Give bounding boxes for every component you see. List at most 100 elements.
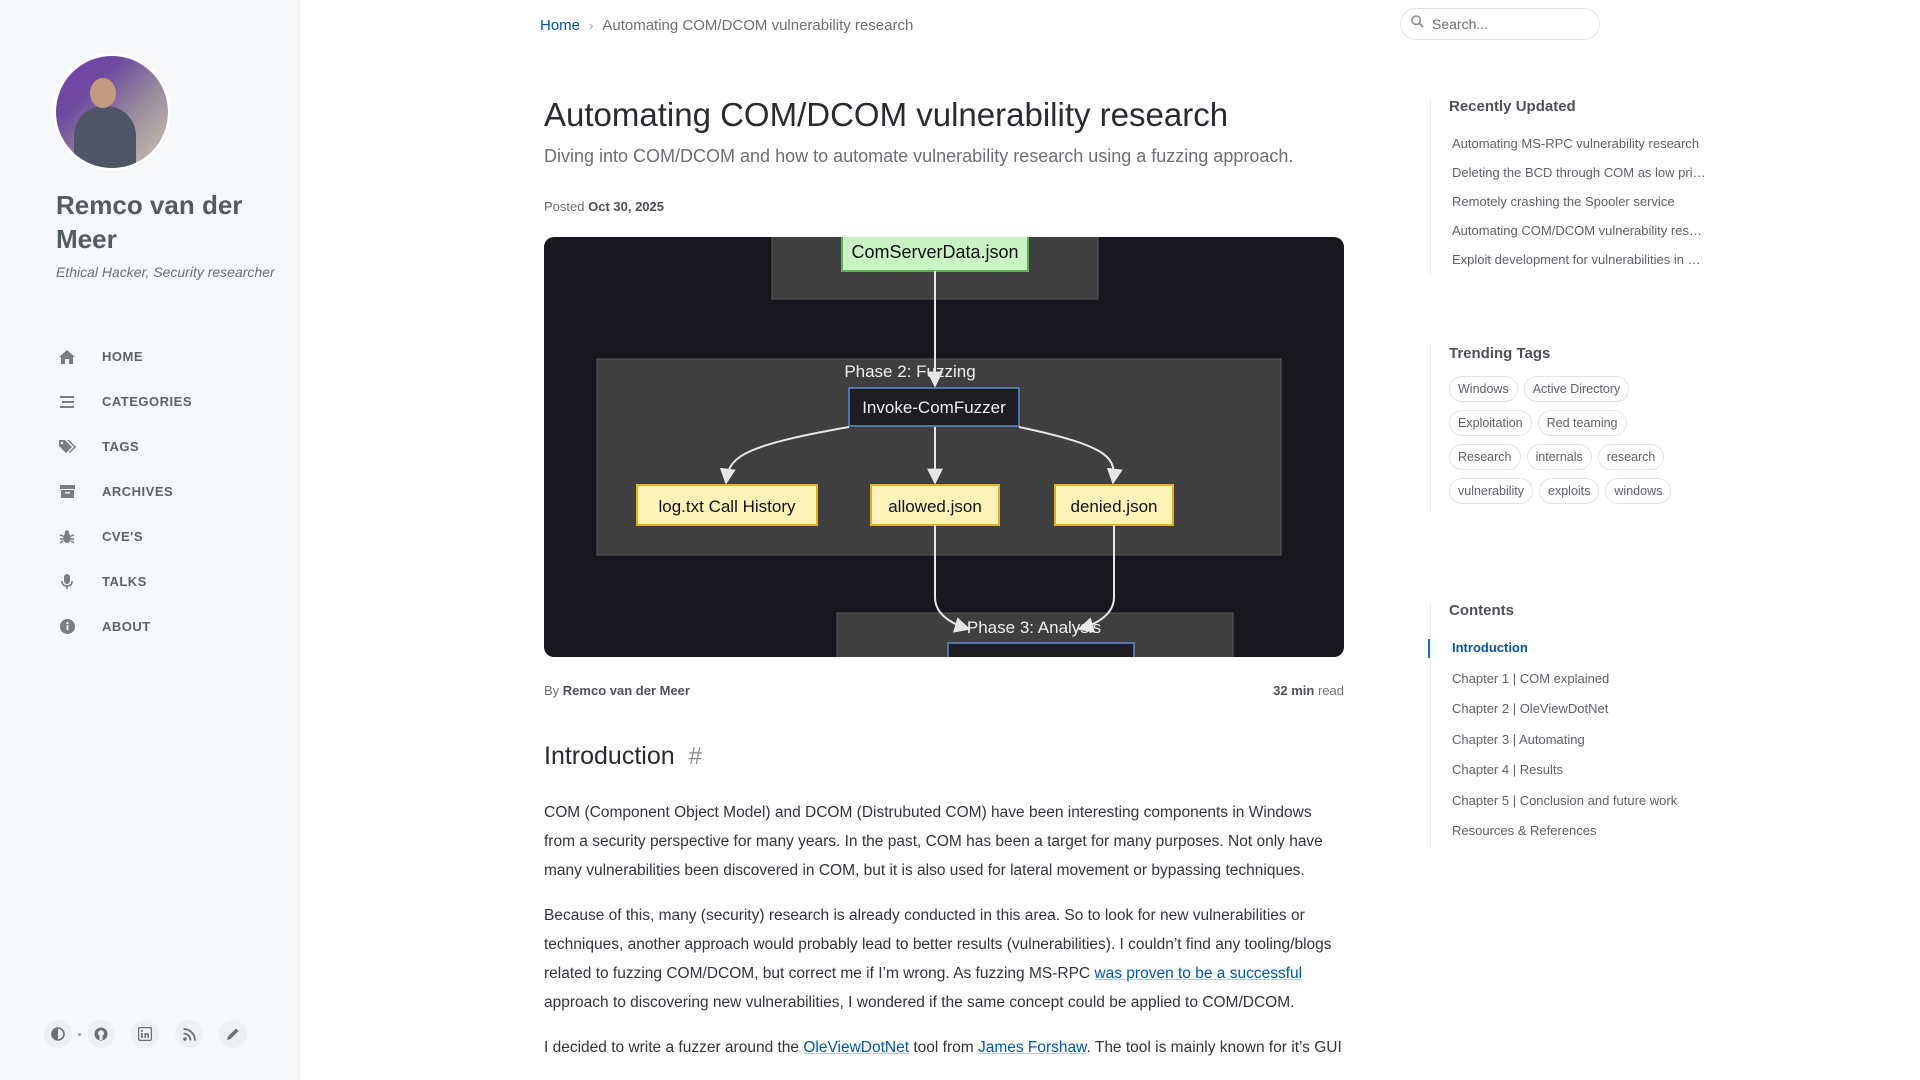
breadcrumb: Home › Automating COM/DCOM vulnerability… bbox=[540, 14, 913, 36]
post-meta: Posted Oct 30, 2025 bbox=[544, 199, 664, 214]
paragraph-text: approach to discovering new vulnerabilit… bbox=[544, 994, 1295, 1011]
recently-updated-heading: Recently Updated bbox=[1449, 98, 1576, 115]
tag-link[interactable]: research bbox=[1597, 444, 1665, 470]
search-box[interactable] bbox=[1400, 8, 1600, 40]
proven-successful-link[interactable]: was proven to be a successful bbox=[1094, 965, 1303, 982]
nav-item-categories[interactable]: CATEGORIES bbox=[56, 379, 286, 424]
post-description: Diving into COM/DCOM and how to automate… bbox=[544, 146, 1294, 166]
tag-link[interactable]: Red teaming bbox=[1537, 410, 1627, 436]
tag-link[interactable]: Exploitation bbox=[1449, 410, 1532, 436]
avatar[interactable] bbox=[56, 56, 168, 168]
toc-heading: Contents bbox=[1449, 602, 1514, 619]
read-time: 32 min read bbox=[1273, 683, 1344, 698]
tag-link[interactable]: Active Directory bbox=[1523, 376, 1630, 402]
tag-link[interactable]: Windows bbox=[1449, 376, 1518, 402]
section-heading-introduction: Introduction # bbox=[544, 742, 702, 771]
recent-post-link[interactable]: Automating MS-RPC vulnerability research bbox=[1452, 136, 1700, 151]
site-subtitle: Ethical Hacker, Security researcher bbox=[56, 264, 275, 280]
site-title[interactable]: Remco van der Meer bbox=[56, 190, 243, 254]
tag-link[interactable]: windows bbox=[1605, 478, 1672, 504]
microphone-icon bbox=[56, 571, 78, 593]
node-fuzzer-label: Invoke-ComFuzzer bbox=[862, 398, 1006, 417]
intro-heading-text: Introduction bbox=[544, 742, 675, 770]
nav-item-archives[interactable]: ARCHIVES bbox=[56, 469, 286, 514]
edge-denied-analysis bbox=[1077, 525, 1115, 633]
read-label: read bbox=[1317, 683, 1344, 698]
breadcrumb-home-link[interactable]: Home bbox=[540, 16, 581, 34]
edge-allowed-analysis bbox=[934, 525, 971, 633]
article-body: COM (Component Object Model) and DCOM (D… bbox=[544, 798, 1344, 1078]
home-icon bbox=[56, 346, 78, 368]
nav-label: TAGS bbox=[102, 439, 140, 454]
tag-link[interactable]: exploits bbox=[1539, 478, 1600, 504]
github-icon[interactable] bbox=[87, 1020, 115, 1048]
edit-icon[interactable] bbox=[219, 1020, 247, 1048]
chevron-right-icon: › bbox=[589, 17, 594, 33]
node-denied bbox=[1054, 484, 1174, 526]
nav-item-home[interactable]: HOME bbox=[56, 334, 286, 379]
phase2-label: Phase 2: Fuzzing bbox=[844, 362, 975, 381]
node-fuzzer bbox=[848, 387, 1020, 427]
post-byline: By Remco van der Meer 32 min read bbox=[544, 683, 1344, 698]
nav-item-talks[interactable]: TALKS bbox=[56, 559, 286, 604]
recent-post-link[interactable]: Automating COM/DCOM vulnerability resear… bbox=[1452, 223, 1709, 238]
paragraph-text: Because of this, many (security) researc… bbox=[544, 907, 1332, 982]
nav-item-tags[interactable]: TAGS bbox=[56, 424, 286, 469]
toc-item-chapter-3[interactable]: Chapter 3 | Automating bbox=[1452, 731, 1585, 747]
oleviewdotnet-link[interactable]: OleViewDotNet bbox=[803, 1039, 910, 1056]
toc-item-chapter-4[interactable]: Chapter 4 | Results bbox=[1452, 762, 1564, 777]
post-title: Automating COM/DCOM vulnerability resear… bbox=[544, 96, 1229, 133]
read-time-value: 32 min bbox=[1273, 683, 1315, 698]
heading-anchor-link[interactable]: # bbox=[688, 743, 702, 770]
linkedin-icon[interactable] bbox=[131, 1020, 159, 1048]
search-icon bbox=[1411, 15, 1424, 33]
by-label: By bbox=[544, 683, 560, 698]
avatar-person-head bbox=[90, 78, 116, 108]
paragraph-text: I decided to write a fuzzer around the bbox=[544, 1039, 804, 1056]
stream-icon bbox=[56, 391, 78, 413]
author-line: By Remco van der Meer bbox=[544, 683, 690, 698]
author-name: Remco van der Meer bbox=[562, 683, 690, 698]
paragraph: Because of this, many (security) researc… bbox=[544, 901, 1344, 1017]
nav-label: HOME bbox=[102, 349, 143, 364]
recent-post-link[interactable]: Deleting the BCD through COM as low priv… bbox=[1452, 165, 1709, 180]
paragraph: COM (Component Object Model) and DCOM (D… bbox=[544, 804, 1323, 879]
posted-label: Posted bbox=[544, 199, 585, 214]
rss-icon[interactable] bbox=[175, 1020, 203, 1048]
nav-label: ARCHIVES bbox=[102, 484, 174, 499]
paragraph-text: tool from bbox=[909, 1039, 978, 1056]
sidebar-bottom-bar bbox=[44, 1020, 263, 1048]
paragraph-text: . The tool is mainly known for it’s GUI bbox=[1086, 1039, 1342, 1056]
post-preview-image[interactable]: ComServerData.json Phase 2: Fuzzing Invo… bbox=[544, 237, 1344, 657]
toc-item-chapter-1[interactable]: Chapter 1 | COM explained bbox=[1452, 670, 1610, 686]
nav-label: TALKS bbox=[102, 574, 147, 589]
tag-link[interactable]: Research bbox=[1449, 444, 1521, 470]
sidebar-nav: HOME CATEGORIES TAGS ARCHIVES CVE'S bbox=[56, 334, 286, 649]
breadcrumb-current: Automating COM/DCOM vulnerability resear… bbox=[602, 16, 914, 34]
toc-item-chapter-5[interactable]: Chapter 5 | Conclusion and future work bbox=[1452, 792, 1678, 808]
recent-post-link[interactable]: Exploit development for vulnerabilities … bbox=[1452, 252, 1709, 267]
trending-tags-heading: Trending Tags bbox=[1449, 345, 1551, 362]
tag-link[interactable]: internals bbox=[1526, 444, 1592, 470]
recently-updated-section: Recently Updated Automating MS-RPC vulne… bbox=[1430, 98, 1720, 274]
james-forshaw-link[interactable]: James Forshaw bbox=[977, 1039, 1087, 1056]
theme-toggle-icon[interactable] bbox=[44, 1020, 72, 1048]
sidebar: Remco van der Meer Ethical Hacker, Secur… bbox=[0, 0, 300, 1080]
tag-link[interactable]: vulnerability bbox=[1449, 478, 1534, 504]
edge-fuzzer-denied bbox=[1018, 426, 1123, 485]
paragraph: I decided to write a fuzzer around the O… bbox=[544, 1033, 1344, 1062]
node-allowed-label: allowed.json bbox=[888, 497, 982, 516]
nav-item-cves[interactable]: CVE'S bbox=[56, 514, 286, 559]
nav-label: CATEGORIES bbox=[102, 394, 192, 409]
toc-item-resources[interactable]: Resources & References bbox=[1452, 823, 1597, 838]
edge-fuzzer-log bbox=[719, 426, 850, 485]
nav-label: ABOUT bbox=[102, 619, 151, 634]
phase3-label: Phase 3: Analysis bbox=[967, 618, 1101, 637]
bug-icon bbox=[56, 526, 78, 548]
tags-list: Windows Active Directory Exploitation Re… bbox=[1449, 376, 1709, 512]
recent-post-link[interactable]: Remotely crashing the Spooler service bbox=[1452, 194, 1675, 209]
search-input[interactable] bbox=[1432, 16, 1582, 32]
nav-item-about[interactable]: ABOUT bbox=[56, 604, 286, 649]
toc-item-introduction[interactable]: Introduction bbox=[1428, 633, 1720, 664]
toc-item-chapter-2[interactable]: Chapter 2 | OleViewDotNet bbox=[1452, 701, 1609, 716]
